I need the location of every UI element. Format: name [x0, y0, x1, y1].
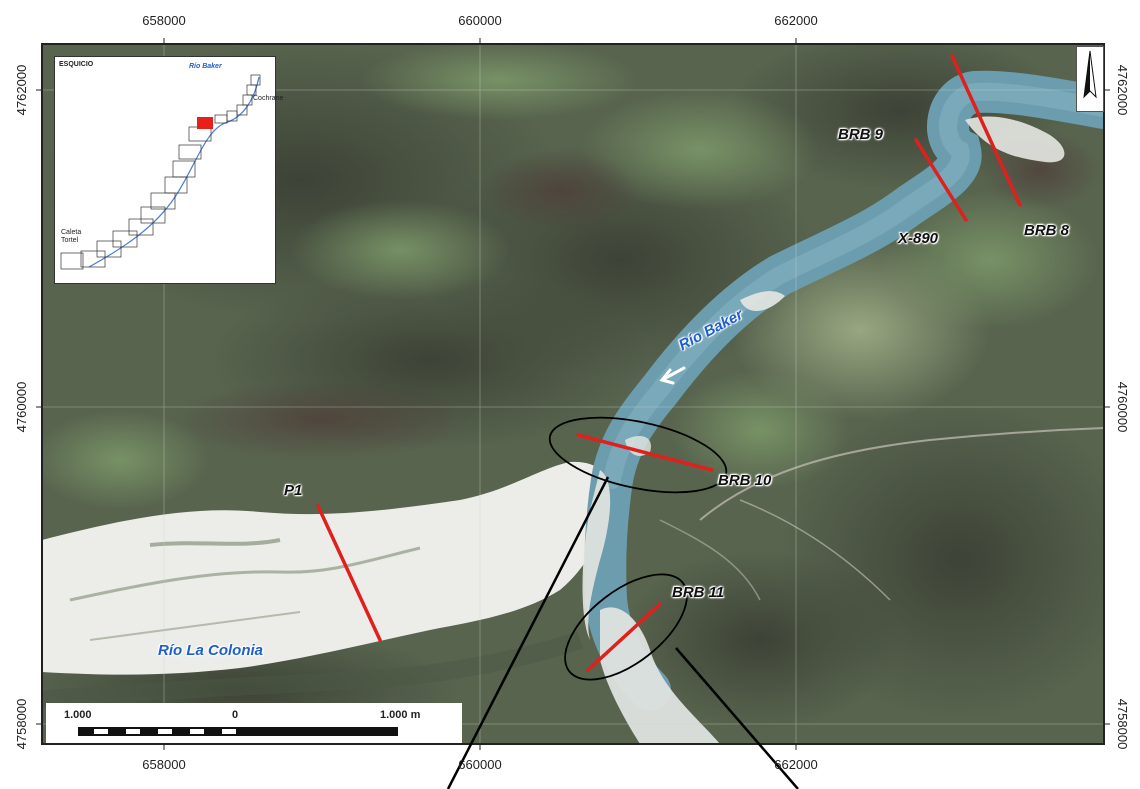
label-brb9: BRB 9 [838, 126, 884, 143]
flow-arrow-icon [659, 366, 686, 385]
scale-center-label: 0 [232, 709, 239, 721]
profile-line-brb11 [586, 602, 662, 672]
inset-title: ESQUICIO [59, 61, 94, 68]
profile-line-brb9-x890 [914, 138, 968, 222]
profile-line-brb8 [950, 54, 1022, 207]
inset-town-bottom-2: Tortel [61, 237, 79, 244]
northing-tick-right: 4762000 [1115, 64, 1130, 116]
callout-line-brb11 [675, 647, 799, 789]
scale-bar-graphic [78, 727, 398, 736]
callout-line-brb10 [446, 476, 610, 789]
easting-tick-top: 660000 [458, 13, 502, 28]
easting-tick-bottom: 658000 [142, 757, 186, 772]
label-p1: P1 [284, 482, 303, 499]
frame-ticks [36, 38, 1110, 750]
easting-tick-bottom: 660000 [458, 757, 502, 772]
inset-town-bottom-1: Caleta [61, 229, 82, 236]
easting-tick-bottom: 662000 [774, 757, 818, 772]
label-brb10: BRB 10 [718, 472, 772, 489]
map-frame [41, 43, 1105, 745]
highlight-ellipse-brb10 [548, 416, 728, 494]
label-brb11: BRB 11 [672, 584, 725, 601]
easting-tick-top: 662000 [774, 13, 818, 28]
profile-lines [316, 54, 1022, 672]
easting-tick-top: 658000 [142, 13, 186, 28]
northing-tick-left: 4762000 [14, 64, 29, 116]
scale-right-label: 1.000 m [380, 709, 421, 721]
inset-tiles [60, 74, 261, 270]
inset-river-label: Río Baker [189, 63, 222, 70]
inset-town-top: Cochrane [253, 95, 284, 102]
inset-highlight [197, 117, 213, 129]
profile-line-brb10 [576, 433, 714, 472]
northing-tick-left: 4758000 [14, 698, 29, 750]
northing-tick-right: 4760000 [1115, 381, 1130, 433]
northing-tick-left: 4760000 [14, 381, 29, 433]
profile-line-p1 [316, 504, 382, 642]
label-rio-la-colonia: Río La Colonia [158, 642, 263, 659]
label-brb8: BRB 8 [1024, 222, 1070, 239]
scale-left-label: 1.000 [64, 709, 92, 721]
inset-map: ESQUICIO Río Baker Cochrane Caleta Torte… [54, 56, 283, 284]
label-x890: X-890 [898, 230, 939, 247]
north-arrow-icon [1076, 46, 1104, 112]
highlight-ellipse-brb11 [564, 573, 688, 681]
scale-bar: 1.000 0 1.000 m [46, 703, 462, 743]
northing-tick-right: 4758000 [1115, 698, 1130, 750]
